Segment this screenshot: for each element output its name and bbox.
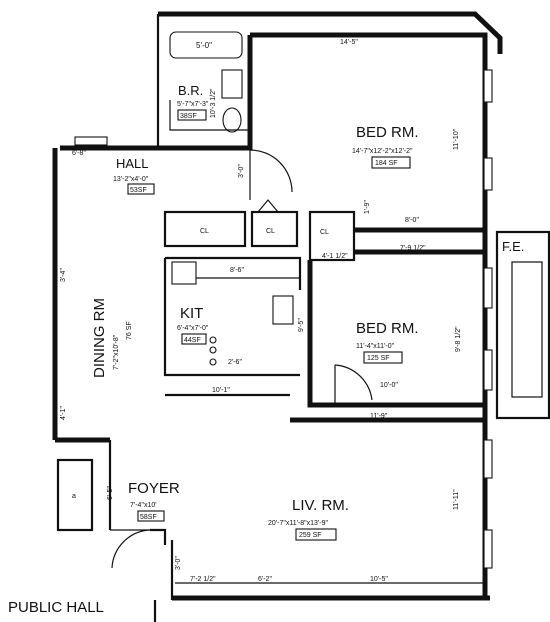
closet-1-label: CL — [200, 228, 209, 235]
closet-small-dim: 4'-1 1/2" — [322, 253, 348, 260]
top-dim: 14'-5" — [340, 39, 358, 46]
liv-name: LIV. RM. — [292, 497, 349, 514]
fire-escape-label: F.E. — [502, 239, 524, 254]
bath-size: 5'-7"x7'-3" — [177, 101, 209, 108]
hall: HALL 13'-2"x4'-0" 53SF 6'-8" 3'-0" — [72, 149, 293, 200]
bed2-right-dim: 9'-8 1/2" — [455, 326, 462, 352]
dining-lower-dim: 4'-1" — [60, 406, 67, 420]
foyer-bottom-dim: 3'-0" — [175, 556, 182, 570]
bed1-name: BED RM. — [356, 124, 419, 141]
bath-area: 38SF — [180, 113, 197, 120]
liv-size: 20'-7"x11'-8"x13'-9" — [268, 520, 328, 527]
bed2-area: 125 SF — [367, 355, 390, 362]
bath-name: B.R. — [178, 83, 203, 98]
liv-top-dim: 11'-9" — [370, 413, 388, 420]
bed1-area: 184 SF — [375, 160, 398, 167]
windows — [74, 69, 493, 569]
fire-escape: F.E. — [495, 230, 550, 420]
hall-left-dim: 6'-8" — [72, 150, 86, 157]
bath-right-dim: 10'-3 1/2" — [210, 88, 217, 118]
kit-name: KIT — [180, 305, 203, 322]
bed1-closet-dim: 8'-0" — [405, 217, 419, 224]
public-hall-label: PUBLIC HALL — [8, 599, 104, 616]
foyer: a FOYER 7'-4"x10' 58SF 6'-5" 3'-0" — [56, 458, 182, 570]
bedroom-2: 7'-9 1/2" BED RM. 11'-4"x11'-0" 125 SF 9… — [298, 245, 485, 408]
dining-left-dim: 3'-4" — [60, 268, 67, 282]
living: 11'-9" LIV. RM. 20'-7"x11'-8"x13'-9" 259… — [175, 413, 485, 584]
dining-name: DINING RM — [91, 298, 108, 378]
bed2-left-dim: 9'-5" — [298, 318, 305, 332]
liv-bottom-dim-3: 10'-5" — [370, 576, 388, 583]
hall-area: 53SF — [130, 187, 147, 194]
bed1-size: 14'-7"x12'-2"x12'-2" — [352, 148, 413, 155]
kit-top-dim: 8'-6" — [230, 267, 244, 274]
hall-size: 13'-2"x4'-0" — [113, 176, 149, 183]
kit-size: 6'-4"x7'-0" — [177, 325, 209, 332]
kit-bottom-dim: 10'-1" — [212, 387, 230, 394]
hall-vert-dim: 3'-0" — [238, 164, 245, 178]
bedroom-1: BED RM. 14'-7"x12'-2"x12'-2" 184 SF 14'-… — [340, 39, 485, 233]
closet-3-label: CL — [320, 229, 329, 236]
bed2-size: 11'-4"x11'-0" — [356, 343, 395, 350]
bed2-name: BED RM. — [356, 320, 419, 337]
small-box-label: a — [72, 493, 76, 500]
public-hall: PUBLIC HALL — [8, 599, 157, 622]
liv-bottom-dim-1: 7'-2 1/2" — [190, 576, 216, 583]
foyer-name: FOYER — [128, 480, 180, 497]
liv-right-dim: 11'-11" — [453, 489, 460, 510]
kit-side-dim: 2'-6" — [228, 359, 242, 366]
kitchen: 8'-6" KIT 6'-4"x7'-0" 44SF 2'-6" 10'-1" — [163, 256, 302, 397]
kit-area: 44SF — [184, 337, 201, 344]
dining: DINING RM 7'-2"x10'-8" 76 SF 3'-4" 4'-1" — [60, 268, 133, 420]
bed2-closet-dim: 7'-9 1/2" — [400, 245, 426, 252]
hall-name: HALL — [116, 156, 149, 171]
bed2-door-dim: 10'-0" — [380, 382, 398, 389]
bed1-right-dim: 11'-10" — [453, 128, 460, 150]
bathroom: 5'-0" B.R. 5'-7"x7'-3" 38SF 10'-3 1/2" — [169, 31, 250, 133]
liv-area: 259 SF — [299, 532, 322, 539]
tub-dim: 5'-0" — [196, 41, 212, 50]
dining-area: 76 SF — [126, 321, 133, 340]
closet-2-label: CL — [266, 228, 275, 235]
small-vert-dim: 1'-9" — [364, 200, 371, 214]
foyer-size: 7'-4"x10' — [130, 502, 157, 509]
foyer-area: 58SF — [140, 514, 157, 521]
foyer-side-dim: 6'-5" — [107, 486, 114, 500]
liv-bottom-dim-2: 6'-2" — [258, 576, 272, 583]
dining-size: 7'-2"x10'-8" — [113, 334, 120, 370]
closets: CL CL CL 4'-1 1/2" — [163, 199, 356, 262]
